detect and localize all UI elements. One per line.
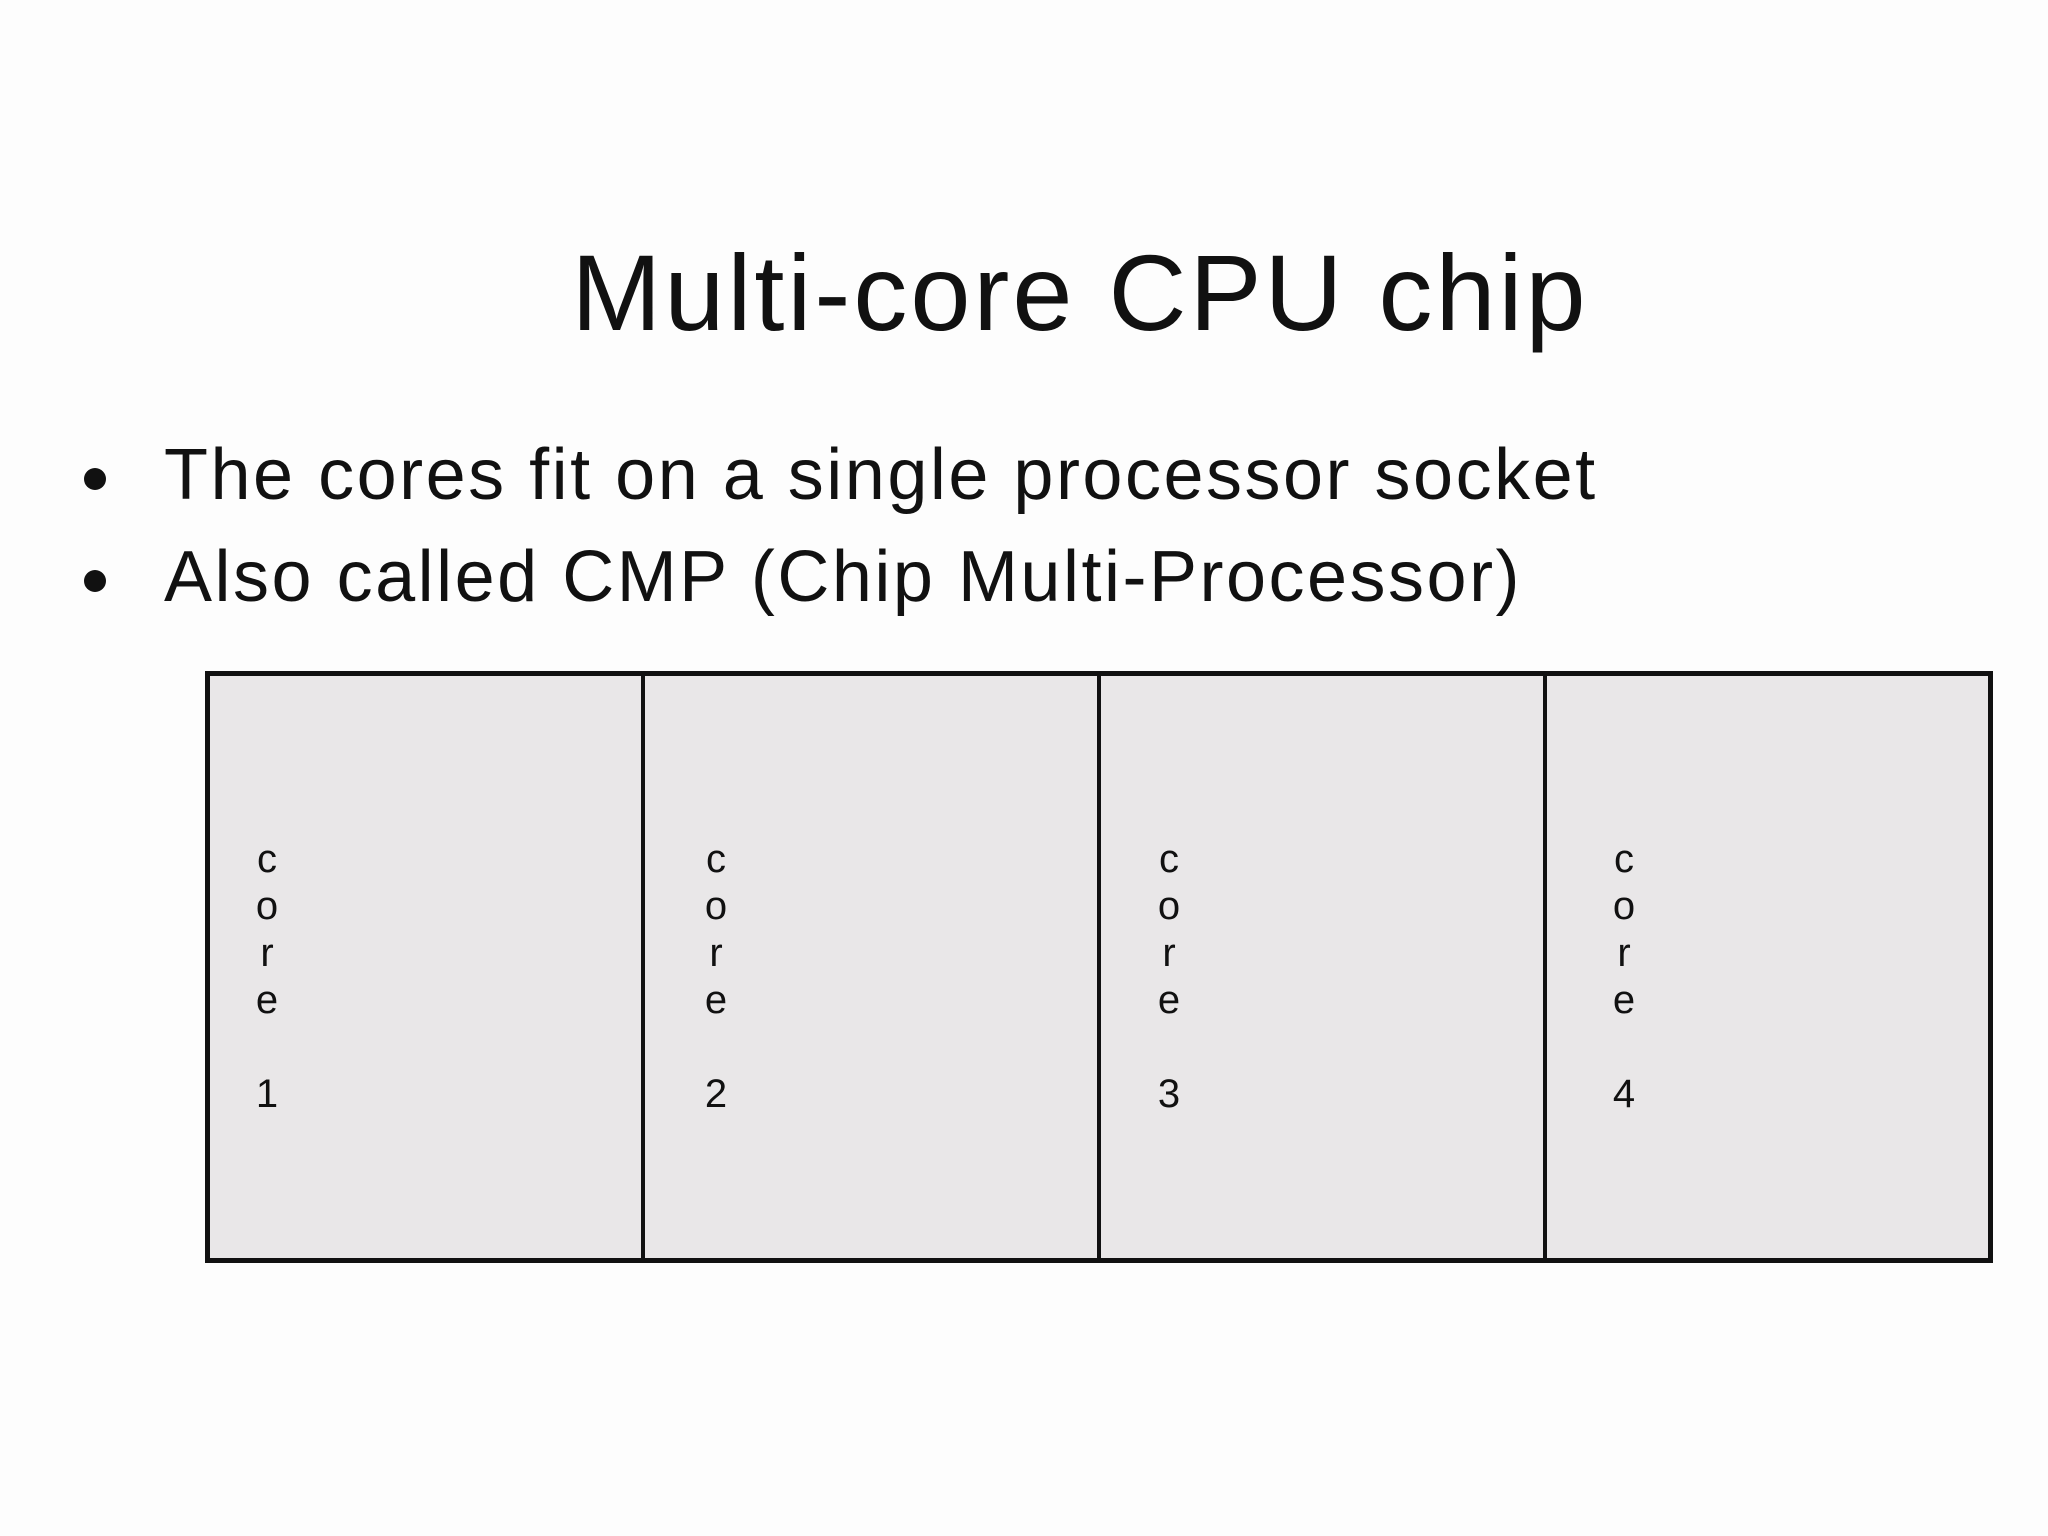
core-letter: c: [706, 837, 726, 881]
core-letter: c: [1159, 837, 1179, 881]
core-4-block: c o r e 4: [1547, 676, 1988, 1258]
core-letter: o: [704, 884, 728, 928]
core-letter: o: [255, 884, 279, 928]
core-letter: e: [1157, 978, 1181, 1022]
slide-title: Multi-core CPU chip: [571, 232, 1589, 353]
core-letter: e: [1612, 978, 1636, 1022]
core-label: c o r e 1: [247, 836, 287, 1118]
core-label: c o r e 2: [696, 836, 736, 1118]
core-letter: r: [1162, 931, 1176, 975]
core-label: c o r e 4: [1604, 836, 1644, 1118]
core-2-block: c o r e 2: [645, 676, 1101, 1258]
core-label: c o r e 3: [1149, 836, 1189, 1118]
core-number: 1: [255, 1072, 279, 1116]
core-3-block: c o r e 3: [1101, 676, 1547, 1258]
core-letter: r: [1617, 931, 1631, 975]
core-number: 3: [1157, 1072, 1181, 1116]
core-letter: r: [260, 931, 274, 975]
bullet-text: The cores fit on a single processor sock…: [164, 435, 1598, 515]
core-letter: e: [704, 978, 728, 1022]
cpu-chip-diagram: c o r e 1 c o r e 2 c o r e 3: [205, 671, 1993, 1263]
core-letter: o: [1157, 884, 1181, 928]
core-letter: e: [255, 978, 279, 1022]
core-letter: r: [709, 931, 723, 975]
core-1-block: c o r e 1: [210, 676, 645, 1258]
core-number: 4: [1612, 1072, 1636, 1116]
core-letter: c: [1614, 837, 1634, 881]
core-letter: c: [257, 837, 277, 881]
bullet-dot-icon: [84, 570, 106, 592]
core-number: 2: [704, 1072, 728, 1116]
bullet-text: Also called CMP (Chip Multi-Processor): [164, 537, 1523, 617]
core-letter: o: [1612, 884, 1636, 928]
bullet-dot-icon: [84, 468, 106, 490]
